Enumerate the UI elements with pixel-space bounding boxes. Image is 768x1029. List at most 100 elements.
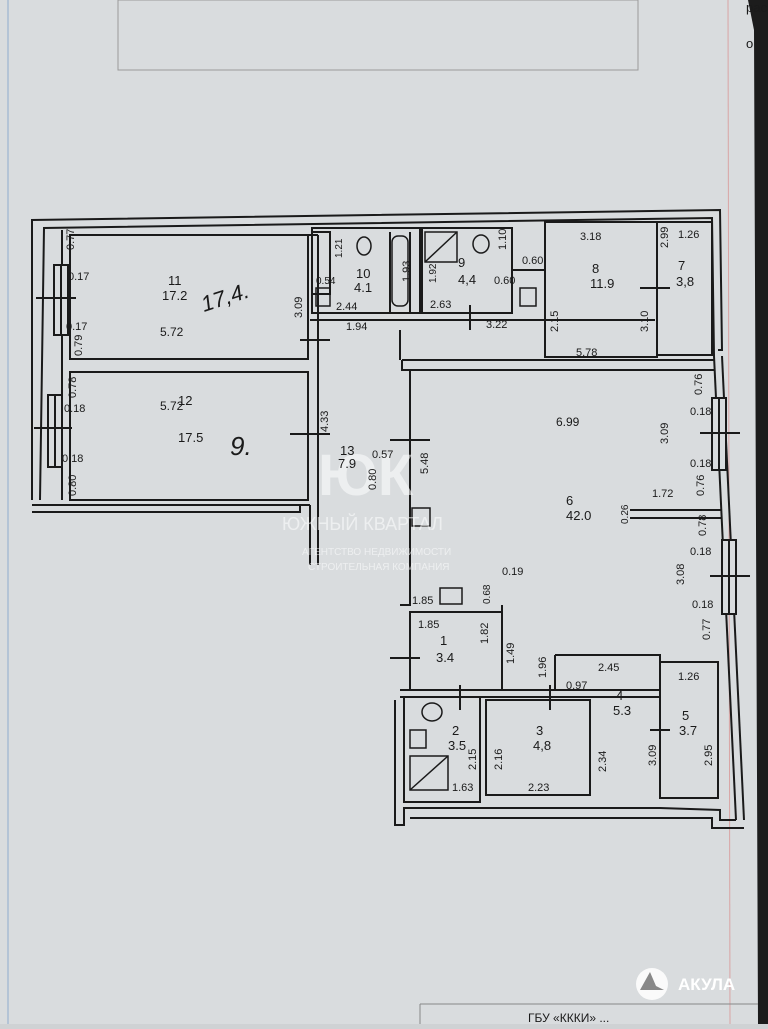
dark-edge: [748, 0, 768, 1024]
dimension-label: 0.19: [502, 566, 523, 578]
dimension-label: 0.17: [66, 321, 87, 333]
stove-icon: [411, 507, 431, 527]
title-block: [419, 1003, 758, 1024]
fixtures: [315, 231, 537, 791]
room-number: 13: [340, 443, 354, 458]
room-number: 5: [682, 708, 689, 723]
room-area: 4.1: [354, 280, 372, 295]
dimension-label: 0.78: [67, 377, 79, 398]
watermark: ЮК ЮЖНЫЙ КВАРТАЛ АГЕНТСТВО НЕДВИЖИМОСТИ …: [282, 443, 451, 573]
dimension-label: 6.99: [556, 415, 580, 429]
room-area: 4,4: [458, 272, 476, 287]
room-area: 5.3: [613, 703, 631, 718]
dimension-label: 0.18: [690, 546, 711, 558]
dimension-label: 0.60: [522, 255, 543, 267]
dimension-label: 5.48: [419, 453, 431, 474]
dimension-label: 2.34: [597, 751, 609, 772]
dimension-label: 1.26: [678, 671, 699, 683]
dimension-label: 0.77: [701, 619, 713, 640]
room-number: 6: [566, 493, 573, 508]
room-area: 11.9: [590, 276, 614, 291]
room-labels: 11 17.2 12 17.5 13 7.9 10 4.1 9 4,4 8 11…: [162, 255, 697, 753]
room-area: 4,8: [533, 738, 551, 753]
sink-icon: [409, 729, 427, 749]
bathtub-icon: [391, 235, 409, 307]
dimension-label: 0.18: [690, 458, 711, 470]
sink-icon: [519, 287, 537, 307]
dimension-label: 5.78: [576, 347, 597, 359]
dimension-label: 0.18: [690, 406, 711, 418]
shower-icon: [409, 755, 449, 791]
dimension-label: 0.79: [73, 335, 85, 356]
dimension-label: 0.57: [372, 449, 393, 461]
dimension-label: 1.63: [452, 782, 473, 794]
room-area: 7.9: [338, 456, 356, 471]
dimension-label: 3.08: [675, 564, 687, 585]
room-area: 3.7: [679, 723, 697, 738]
dimension-label: 5.72: [160, 399, 184, 413]
watermark-line: СТРОИТЕЛЬНАЯ КОМПАНИЯ: [308, 562, 450, 573]
dimension-label: 0.18: [692, 599, 713, 611]
room-number: 12: [178, 393, 192, 408]
room-area: 17.2: [162, 288, 187, 303]
room-number: 9: [458, 255, 465, 270]
logo-text: АКУЛА: [678, 975, 735, 994]
dimension-label: 3.22: [486, 319, 507, 331]
dimension-label: 0.97: [566, 680, 587, 692]
room-area: 17.5: [178, 430, 203, 445]
dimension-label: 1.72: [652, 488, 673, 500]
sink-icon: [439, 587, 463, 605]
room-number: 7: [678, 258, 685, 273]
dimension-label: 3.09: [647, 745, 659, 766]
dimension-label: 1.93: [401, 261, 413, 282]
dimension-label: 2.16: [493, 749, 505, 770]
dimension-label: 2.63: [430, 299, 451, 311]
room-area: 3,8: [676, 274, 694, 289]
dimension-label: 1.10: [497, 229, 509, 250]
logo: АКУЛА: [636, 968, 735, 1000]
dimension-label: 5.72: [160, 325, 184, 339]
dimension-label: 2.44: [336, 301, 357, 313]
dimension-label: 1.96: [537, 657, 549, 678]
dimension-label: 3.09: [659, 423, 671, 444]
dimension-label: 1.49: [505, 643, 517, 664]
dimension-label: 2.15: [467, 749, 479, 770]
room-number: 4: [616, 688, 623, 703]
dimension-label: 2.15: [549, 311, 561, 332]
dimension-label: 1.92: [428, 263, 439, 283]
dimension-label: 0.78: [697, 515, 709, 536]
dimension-label: 0.54: [316, 276, 336, 287]
dimension-label: 1.85: [412, 595, 433, 607]
room-area: 3.5: [448, 738, 466, 753]
dimension-label: 0.26: [620, 504, 631, 524]
dimension-label: 3.10: [639, 311, 651, 332]
dimension-label: 0.80: [367, 469, 379, 490]
dimension-label: 1.21: [334, 238, 345, 258]
toilet-icon: [472, 234, 490, 254]
watermark-monogram: ЮК: [318, 443, 414, 508]
dimension-label: 1.26: [678, 229, 699, 241]
dimension-label: 0.17: [68, 271, 89, 283]
dimension-label: 1.94: [346, 321, 367, 333]
dimension-label: 3.18: [580, 231, 601, 243]
dimension-label: 3.09: [293, 297, 305, 318]
dimension-label: 4.33: [319, 411, 331, 432]
corner-mark: рас: [746, 0, 767, 15]
dimension-label: 0.77: [65, 229, 77, 250]
dimension-label: 0.60: [494, 275, 515, 287]
room-number: 3: [536, 723, 543, 738]
room-number: 11: [168, 273, 182, 288]
room-number: 2: [452, 723, 459, 738]
watermark-name: ЮЖНЫЙ КВАРТАЛ: [282, 513, 443, 534]
dimension-label: 0.18: [62, 453, 83, 465]
room-number: 8: [592, 261, 599, 276]
dimension-label: 1.85: [418, 619, 439, 631]
dimension-label: 1.82: [479, 623, 491, 644]
walls: [31, 208, 750, 829]
dimension-labels: 0.77 0.17 0.17 0.79 5.72 3.09 0.78 0.18 …: [62, 227, 715, 794]
dimension-label: 2.99: [659, 227, 671, 248]
dimension-label: 2.95: [703, 745, 715, 766]
toilet-icon: [356, 236, 372, 256]
